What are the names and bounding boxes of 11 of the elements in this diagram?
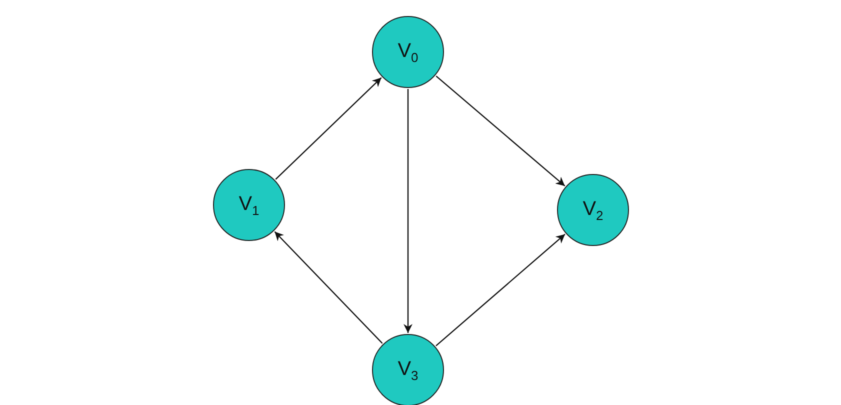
vertex-label: V$_{3}$ [398, 358, 418, 382]
arrow [274, 231, 383, 344]
arrow [404, 89, 412, 333]
vertex-label: V$_{0}$ [398, 40, 418, 64]
vertex-label: V$_{2}$ [582, 198, 604, 222]
arrow [436, 76, 566, 186]
vertex-circle [372, 334, 444, 405]
arrow [436, 234, 566, 346]
vertex-circle [372, 16, 444, 88]
arrow [275, 77, 382, 180]
vertex-label: V$_{1}$ [238, 192, 260, 218]
